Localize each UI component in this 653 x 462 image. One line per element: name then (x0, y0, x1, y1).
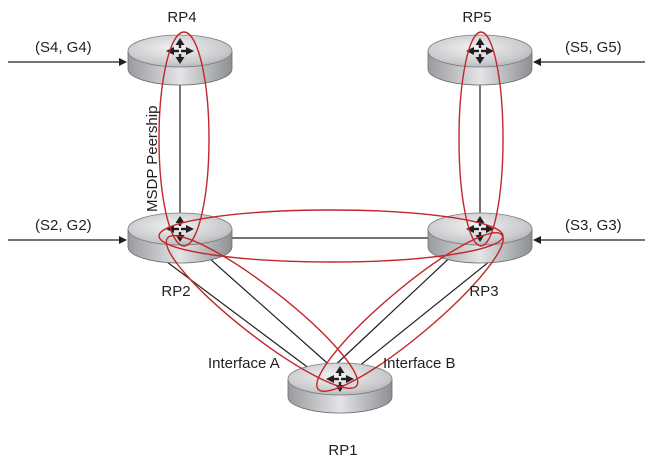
router-rp5 (427, 34, 533, 86)
router-label-rp1: RP1 (328, 442, 357, 459)
link-rp3-rp1-a (329, 249, 459, 371)
router-label-rp5: RP5 (462, 9, 491, 26)
source-arrows (8, 58, 645, 244)
router-icon (427, 34, 533, 86)
link-rp3-rp1-b (347, 252, 501, 376)
peership-loop-rp2-rp1 (165, 235, 359, 389)
source-label-rp5: (S5, G5) (565, 39, 622, 56)
link-rp2-rp1-a (154, 252, 319, 376)
peership-loop-rp5-rp3 (458, 31, 504, 247)
msdp-peership-label: MSDP Peership (144, 106, 161, 212)
peership-loop-rp4-rp2 (158, 31, 210, 247)
msdp-peership-loops (158, 31, 504, 392)
source-label-rp4: (S4, G4) (35, 39, 92, 56)
source-label-rp3: (S3, G3) (565, 217, 622, 234)
interface-a-label: Interface A (208, 355, 280, 372)
router-label-rp3: RP3 (469, 283, 498, 300)
physical-links (154, 77, 501, 376)
router-label-rp2: RP2 (161, 283, 190, 300)
router-rp4 (127, 34, 233, 86)
interface-b-label: Interface B (383, 355, 456, 372)
link-rp2-rp1-b (199, 249, 336, 371)
peership-loop-rp3-rp1 (316, 232, 504, 392)
router-label-rp4: RP4 (167, 9, 196, 26)
source-label-rp2: (S2, G2) (35, 217, 92, 234)
router-icon (127, 34, 233, 86)
